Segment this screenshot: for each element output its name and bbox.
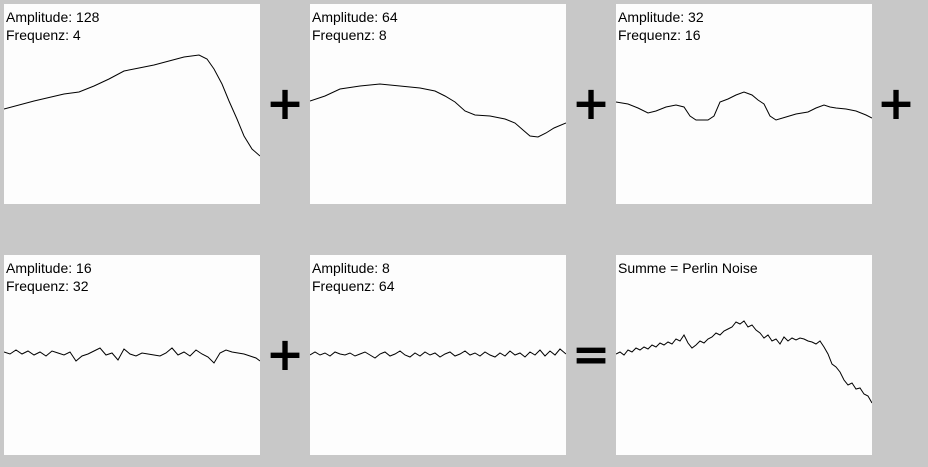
octave-panel-1: Amplitude: 128 Frequenz: 4 (4, 4, 260, 204)
noise-curve (4, 347, 260, 364)
amplitude-label: Amplitude: 16 (6, 260, 92, 276)
frequency-label: Frequenz: 16 (618, 27, 701, 43)
equals-operator: = (571, 327, 611, 381)
noise-curve (310, 348, 566, 359)
octave-panel-5: Amplitude: 8 Frequenz: 64 (310, 255, 566, 455)
plus-operator: + (571, 76, 611, 130)
sum-panel: Summe = Perlin Noise (616, 255, 872, 455)
plus-operator: + (876, 76, 916, 130)
plus-operator: + (265, 76, 305, 130)
perlin-noise-curve (616, 320, 872, 404)
noise-curve (616, 91, 872, 121)
noise-curve (310, 83, 566, 138)
frequency-label: Frequenz: 4 (6, 27, 81, 43)
octave-panel-4: Amplitude: 16 Frequenz: 32 (4, 255, 260, 455)
amplitude-label: Amplitude: 64 (312, 9, 398, 25)
amplitude-label: Amplitude: 128 (6, 9, 100, 25)
amplitude-label: Amplitude: 8 (312, 260, 390, 276)
octave-panel-3: Amplitude: 32 Frequenz: 16 (616, 4, 872, 204)
octave-panel-2: Amplitude: 64 Frequenz: 8 (310, 4, 566, 204)
frequency-label: Frequenz: 32 (6, 278, 89, 294)
frequency-label: Frequenz: 64 (312, 278, 395, 294)
plus-operator: + (265, 327, 305, 381)
frequency-label: Frequenz: 8 (312, 27, 387, 43)
amplitude-label: Amplitude: 32 (618, 9, 704, 25)
noise-curve (4, 54, 260, 157)
sum-label: Summe = Perlin Noise (618, 260, 758, 276)
